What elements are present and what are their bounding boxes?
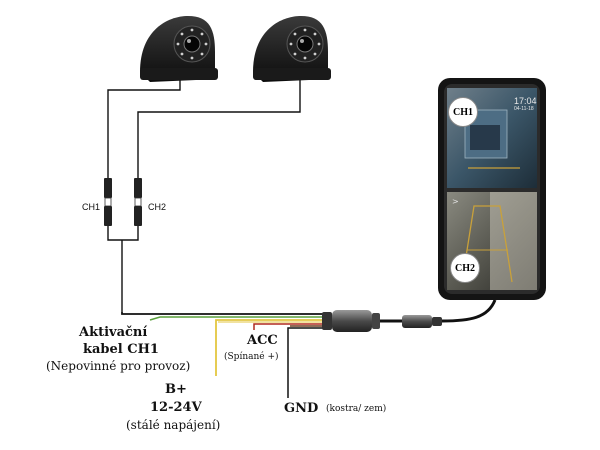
monitor-icon: > xyxy=(438,78,546,300)
monitor-ch2-badge: CH2 xyxy=(450,253,480,283)
gnd-note: (kostra/ zem) xyxy=(326,404,387,414)
camera-cables xyxy=(107,80,301,312)
bplus-note: (stálé napájení) xyxy=(126,418,221,432)
acc-label: ACC xyxy=(247,333,278,348)
ch2-connector-icon xyxy=(134,178,142,226)
ch1-connector-icon xyxy=(104,178,112,226)
bplus-voltage: 12-24V xyxy=(150,400,202,415)
activation-note: (Nepovinné pro provoz) xyxy=(46,359,191,373)
monitor-ch2-label: CH2 xyxy=(455,262,475,274)
gnd-label: GND xyxy=(284,401,319,416)
monitor-ch1-badge: CH1 xyxy=(448,97,478,127)
power-wires xyxy=(121,312,330,398)
camera-1-icon xyxy=(140,16,218,82)
bplus-label: B+ xyxy=(165,382,187,397)
svg-text:>: > xyxy=(452,197,459,206)
monitor-clock-time: 17:04 xyxy=(514,96,537,106)
activation-label-line2: kabel CH1 xyxy=(83,342,159,357)
acc-note: (Spínané +) xyxy=(224,352,279,362)
ch2-cable-label: CH2 xyxy=(148,202,167,212)
ch1-cable-label: CH1 xyxy=(82,202,101,212)
main-connector-icon xyxy=(322,299,497,332)
monitor-ch1-label: CH1 xyxy=(453,106,473,118)
monitor-clock-date: 04-11-18 xyxy=(514,106,534,112)
camera-2-icon xyxy=(253,16,331,82)
activation-label-line1: Aktivační xyxy=(79,325,148,340)
